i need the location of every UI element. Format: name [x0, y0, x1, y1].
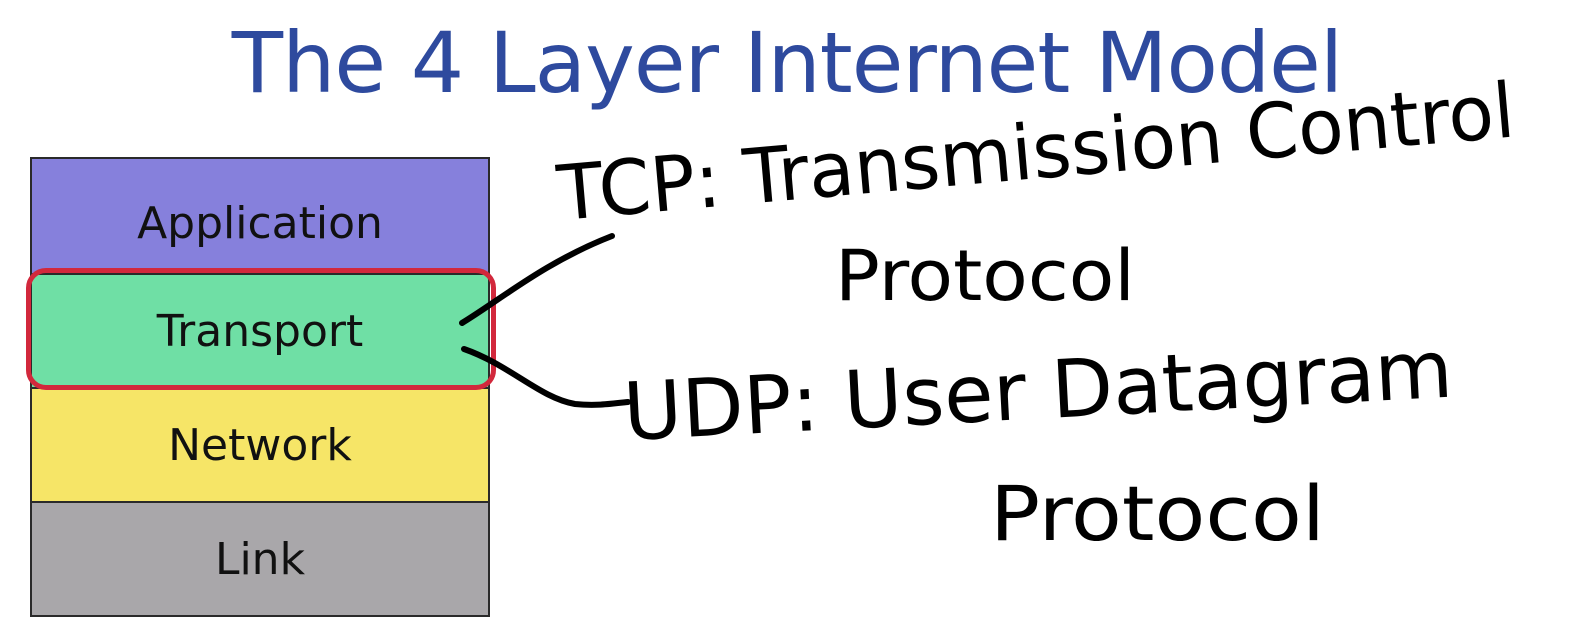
udp-label-line1: UDP: User Datagram [621, 323, 1455, 459]
tcp-connector-line [459, 233, 615, 326]
layer-application: Application [30, 157, 490, 275]
layer-stack: Application Transport Network Link [30, 157, 494, 617]
udp-connector-line [461, 346, 631, 408]
diagram-title: The 4 Layer Internet Model [231, 14, 1343, 112]
layer-network: Network [30, 387, 490, 503]
layer-link: Link [30, 501, 490, 617]
udp-label-line2: Protocol [990, 469, 1325, 558]
tcp-label-line2: Protocol [835, 235, 1135, 317]
tcp-label-line1: TCP: Transmission Control [553, 66, 1518, 238]
layer-transport: Transport [30, 273, 490, 389]
